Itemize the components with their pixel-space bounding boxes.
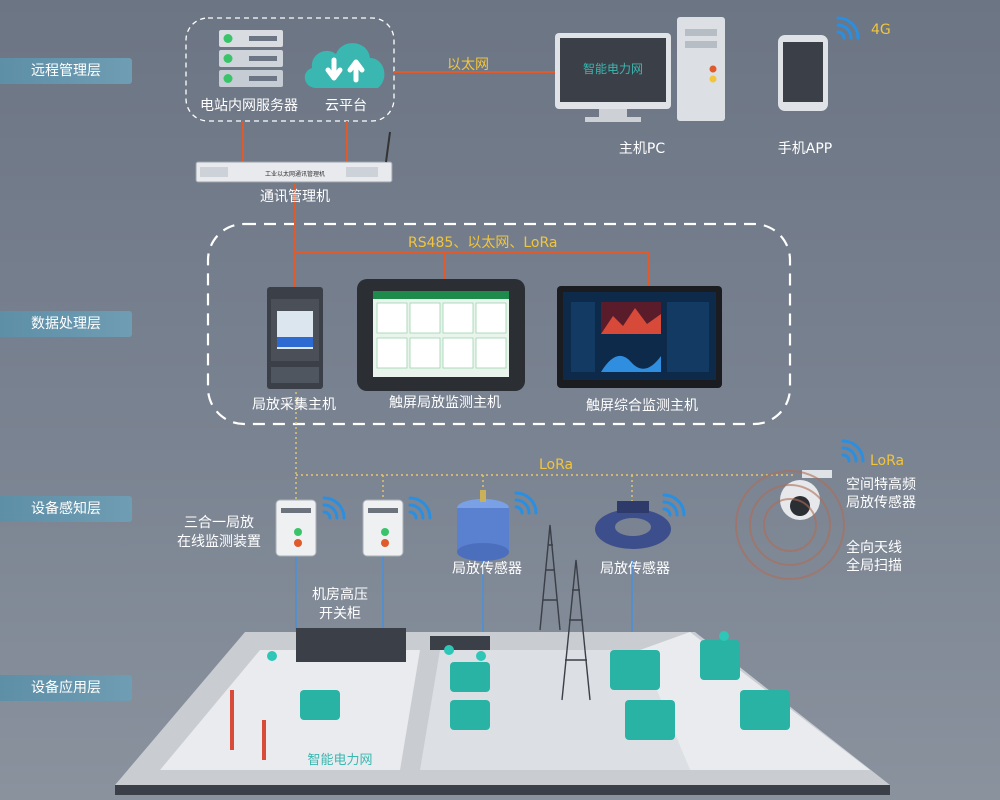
bus-label: RS485、以太网、LoRa xyxy=(408,235,558,251)
sensor-drops xyxy=(295,556,633,640)
pd-sensor-1-caption: 局放传感器 xyxy=(452,561,522,577)
phone-caption: 手机APP xyxy=(777,141,833,157)
wifi-icon xyxy=(514,491,538,515)
phone-icon xyxy=(778,35,828,111)
wifi-icon xyxy=(841,439,865,463)
red-poles xyxy=(230,690,266,760)
pc-icon xyxy=(555,17,725,122)
pd-sensor-ring-icon xyxy=(595,501,671,549)
omni-caption: 全向天线 全局扫描 xyxy=(846,540,902,574)
lora-main-label: LoRa xyxy=(539,457,574,473)
cloud-icon xyxy=(304,43,385,88)
collector-icon xyxy=(267,287,323,389)
server-icon xyxy=(219,30,283,87)
node-markers xyxy=(267,631,729,661)
layer-label-data: 数据处理层 xyxy=(0,311,132,337)
pc-caption: 主机PC xyxy=(618,141,666,157)
layer-label-sensing: 设备感知层 xyxy=(0,496,132,522)
three-in-one-device-icon-2 xyxy=(362,499,404,557)
wifi-icon xyxy=(408,496,432,520)
equipment-clusters xyxy=(300,640,790,740)
layer-label-remote: 远程管理层 xyxy=(0,58,132,84)
4g-label: 4G xyxy=(871,22,891,38)
pd-sensor-2-caption: 局放传感器 xyxy=(600,561,670,577)
lora-uhf-label: LoRa xyxy=(870,453,905,469)
comm-manager-caption: 通讯管理机 xyxy=(260,189,330,205)
ground-brand-text: 智能电力网 xyxy=(307,753,373,768)
three-in-one-caption: 三合一局放 在线监测装置 xyxy=(177,515,261,550)
comm-device-text: 工业以太网通讯管理机 xyxy=(264,171,325,178)
cloud-caption: 云平台 xyxy=(325,98,367,114)
wifi-icon xyxy=(836,16,860,40)
lora-links xyxy=(295,392,793,505)
data-group-frame xyxy=(206,222,792,426)
touch-all-panel-icon xyxy=(557,286,722,388)
touch-all-caption: 触屏综合监测主机 xyxy=(586,398,698,414)
three-in-one-device-icon xyxy=(275,499,317,557)
monitor-brand-text: 智能电力网 xyxy=(582,62,643,76)
wifi-icon xyxy=(662,493,686,517)
touch-pd-caption: 触屏局放监测主机 xyxy=(389,395,501,411)
wired-links xyxy=(242,71,649,290)
substation-scene xyxy=(115,524,890,795)
layer-label-application: 设备应用层 xyxy=(0,675,132,701)
wifi-icons xyxy=(322,16,865,520)
collector-caption: 局放采集主机 xyxy=(252,397,336,413)
ethernet-label: 以太网 xyxy=(447,57,489,73)
server-caption: 电站内网服务器 xyxy=(200,98,298,114)
comm-manager-icon xyxy=(195,131,393,183)
radar-icon xyxy=(735,470,845,580)
touch-pd-panel-icon xyxy=(357,279,525,391)
tower-icon xyxy=(539,524,591,701)
pd-sensor-cylinder-icon xyxy=(457,490,509,561)
uhf-camera-sensor-icon xyxy=(780,470,832,520)
remote-group-frame xyxy=(185,17,395,122)
wifi-icon xyxy=(322,496,346,520)
switchgear-caption: 机房高压 开关柜 xyxy=(312,587,368,622)
uhf-sensor-caption: 空间特高频 局放传感器 xyxy=(846,477,916,511)
